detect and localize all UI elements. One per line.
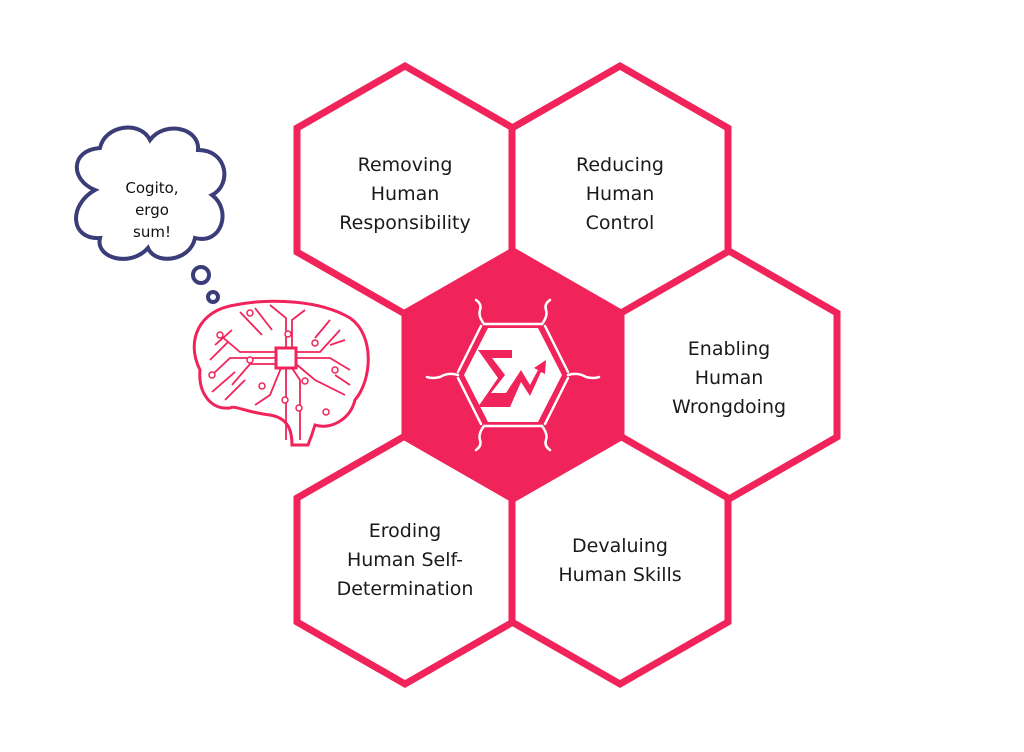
hex-label: Human Skills xyxy=(558,564,681,586)
hex-label: Removing xyxy=(358,154,453,176)
hex-label: Human xyxy=(371,183,440,205)
hex-label: Control xyxy=(586,212,655,234)
thought-line: ergo xyxy=(135,201,169,219)
hex-label: Eroding xyxy=(369,520,441,542)
hex-label: Responsibility xyxy=(339,212,470,234)
hexagon-reducing-human-control: Reducing Human Control xyxy=(576,154,664,234)
hexagon-devaluing-human-skills: Devaluing Human Skills xyxy=(558,535,681,586)
hex-label: Enabling xyxy=(688,338,770,360)
thought-line: Cogito, xyxy=(125,179,178,197)
hexagon-enabling-human-wrongdoing: Enabling Human Wrongdoing xyxy=(672,338,786,418)
circuit-brain-icon xyxy=(192,299,370,447)
hexagon-removing-human-responsibility: Removing Human Responsibility xyxy=(339,154,470,234)
hex-label: Human xyxy=(695,367,764,389)
hex-label: Human Self- xyxy=(347,549,463,571)
hex-label: Devaluing xyxy=(572,535,668,557)
thought-bubble: Cogito, ergo sum! xyxy=(74,125,227,304)
hex-label: Human xyxy=(586,183,655,205)
thought-line: sum! xyxy=(133,223,171,241)
hex-label: Reducing xyxy=(576,154,664,176)
sigma-arrow-logo-icon xyxy=(425,298,601,452)
hex-label: Determination xyxy=(337,578,474,600)
hex-label: Wrongdoing xyxy=(672,396,786,418)
hexagon-eroding-human-self-determination: Eroding Human Self- Determination xyxy=(337,520,474,600)
